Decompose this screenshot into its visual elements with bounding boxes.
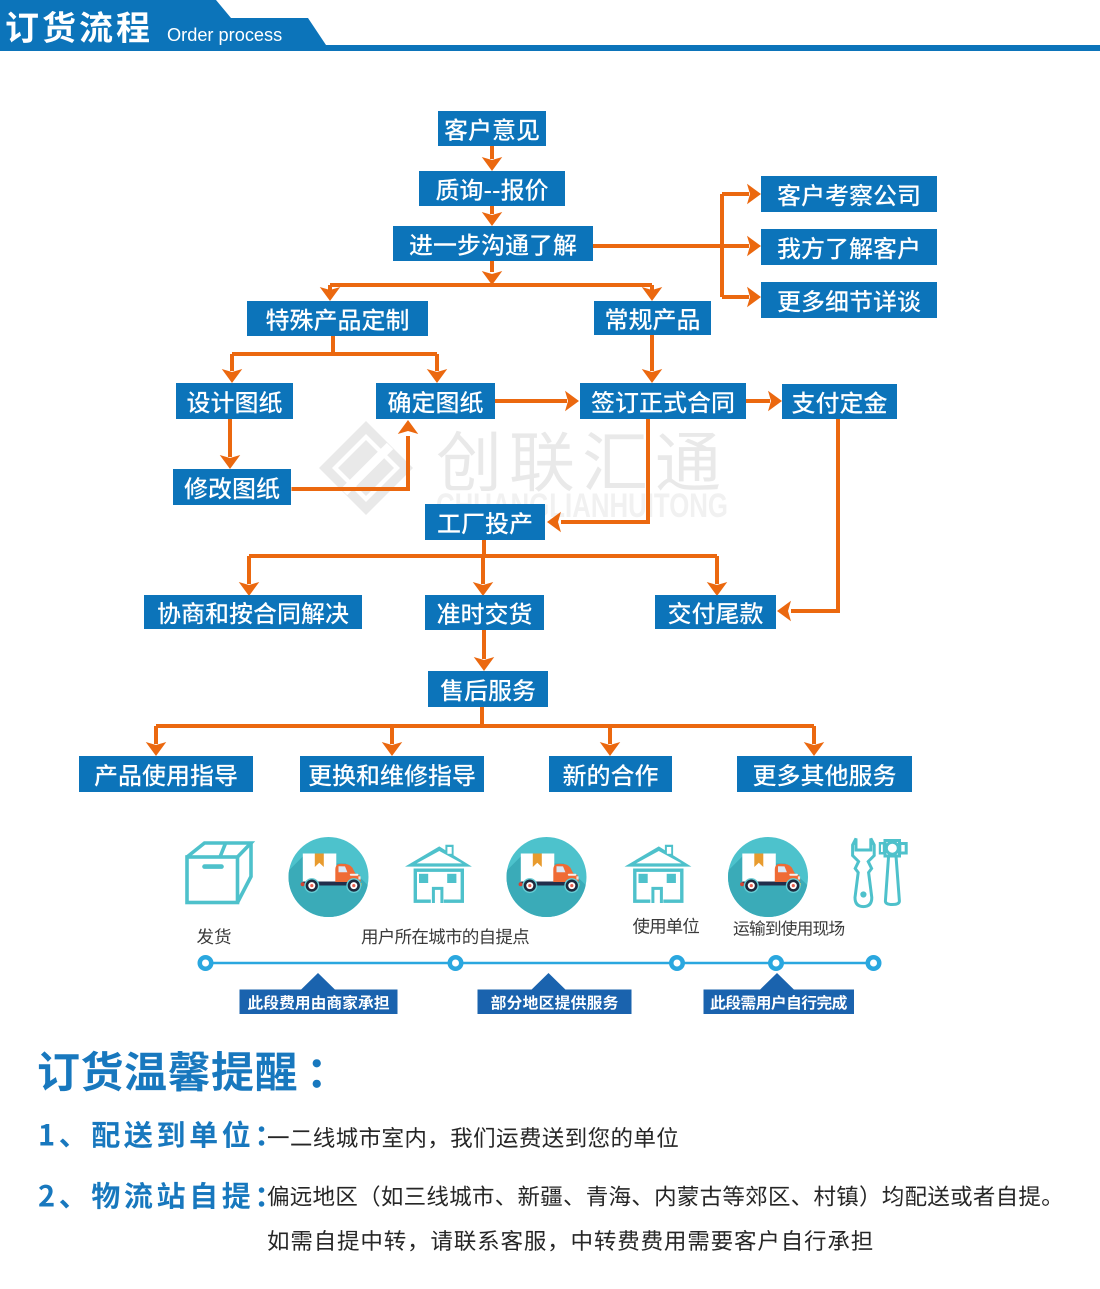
svg-text:Order process: Order process	[167, 25, 282, 45]
